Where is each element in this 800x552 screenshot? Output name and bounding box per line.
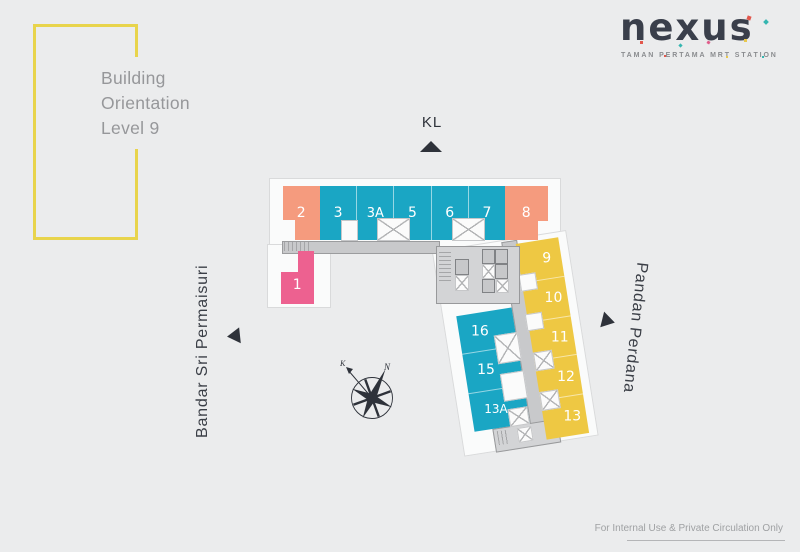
lift-shaft: [495, 264, 508, 279]
lift-shaft: [495, 249, 508, 264]
unit-3[interactable]: 3: [333, 205, 343, 221]
tagline-confetti-dot: [762, 56, 764, 58]
lift-shaft: [455, 275, 469, 291]
logo-tagline: TAMAN PERTAMA MRT STATION: [621, 52, 778, 59]
unit-7[interactable]: 7: [467, 186, 505, 240]
right-wing-core-shaft: [516, 425, 534, 443]
unit-5[interactable]: 5: [393, 186, 430, 240]
plan-notch: [507, 406, 531, 428]
direction-label-kl: KL: [421, 114, 443, 131]
plan-notch: [341, 220, 358, 241]
logo-confetti-dot: [744, 39, 747, 42]
plan-notch: [377, 218, 410, 241]
plan-notch: [532, 349, 555, 372]
compass-star: [352, 368, 392, 418]
plan-notch: [493, 331, 522, 365]
plan-notch: [499, 370, 528, 402]
direction-label-bandar-sri-permaisuri: Bandar Sri Permaisuri: [194, 264, 211, 438]
tagline-confetti-dot: [726, 56, 728, 58]
lift-shaft: [482, 264, 495, 279]
plan-notch: [539, 389, 561, 411]
accent-frame-gap: [130, 57, 139, 149]
plan-notch: [524, 311, 545, 332]
arrow-right-icon: [600, 311, 617, 331]
lift-shaft: [482, 279, 495, 293]
direction-label-pandan-perdana: Pandan Perdana: [619, 261, 651, 394]
compass-kl-arrowhead: [346, 367, 353, 374]
arrow-up-icon: [420, 141, 442, 152]
plan-notch: [518, 272, 539, 292]
lift-shaft: [482, 249, 495, 264]
corridor-stair-hatch: [284, 242, 310, 251]
title-line-1: Building: [101, 68, 166, 88]
right-wing-stair-hatch: [496, 429, 509, 446]
unit-3a[interactable]: 3A: [356, 186, 393, 240]
logo-confetti-dot: [640, 41, 643, 44]
arrow-left-icon: [226, 327, 241, 345]
title-line-2: Orientation: [101, 93, 190, 113]
compass-kl-needle: [347, 369, 373, 399]
unit-6[interactable]: 6: [430, 186, 468, 240]
lift-shaft: [496, 279, 509, 293]
page-title: Building Orientation Level 9: [101, 66, 190, 141]
plan-notch: [452, 218, 485, 241]
footer-divider: [627, 540, 785, 541]
compass-rose: N K: [340, 359, 393, 419]
title-line-3: Level 9: [101, 118, 160, 138]
compass-kl-label: K: [340, 359, 346, 368]
core-stair-hatch: [439, 251, 451, 281]
compass-north-label: N: [383, 362, 391, 372]
footer-disclaimer: For Internal Use & Private Circulation O…: [594, 523, 783, 534]
lift-shaft: [455, 259, 469, 275]
tagline-confetti-dot: [664, 55, 666, 57]
